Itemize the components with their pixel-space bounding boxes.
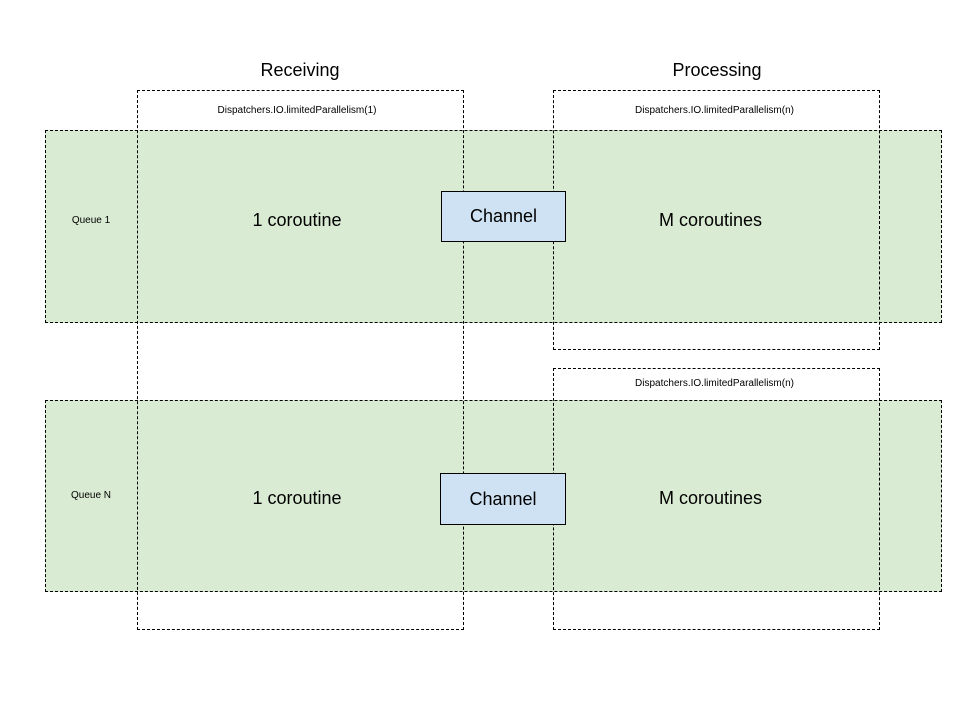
processing-dispatcher-label-1: Dispatchers.IO.limitedParallelism(n) bbox=[635, 105, 794, 116]
queue-n-channel: Channel bbox=[440, 473, 566, 525]
queue-n-processor-coroutines: M coroutines bbox=[658, 488, 763, 508]
receiving-dispatcher-label: Dispatchers.IO.limitedParallelism(1) bbox=[217, 105, 377, 116]
queue-1-receiver-coroutine: 1 coroutine bbox=[252, 210, 342, 230]
processing-dispatcher-label-n: Dispatchers.IO.limitedParallelism(n) bbox=[635, 378, 794, 389]
queue-1-label: Queue 1 bbox=[71, 215, 111, 226]
receiving-dispatcher-box bbox=[137, 90, 464, 630]
receiving-column-title: Receiving bbox=[260, 60, 340, 80]
queue-n-receiver-coroutine: 1 coroutine bbox=[252, 488, 342, 508]
queue-1-channel: Channel bbox=[441, 191, 566, 242]
queue-1-processor-coroutines: M coroutines bbox=[658, 210, 763, 230]
processing-column-title: Processing bbox=[672, 60, 762, 80]
queue-n-label: Queue N bbox=[70, 490, 112, 501]
